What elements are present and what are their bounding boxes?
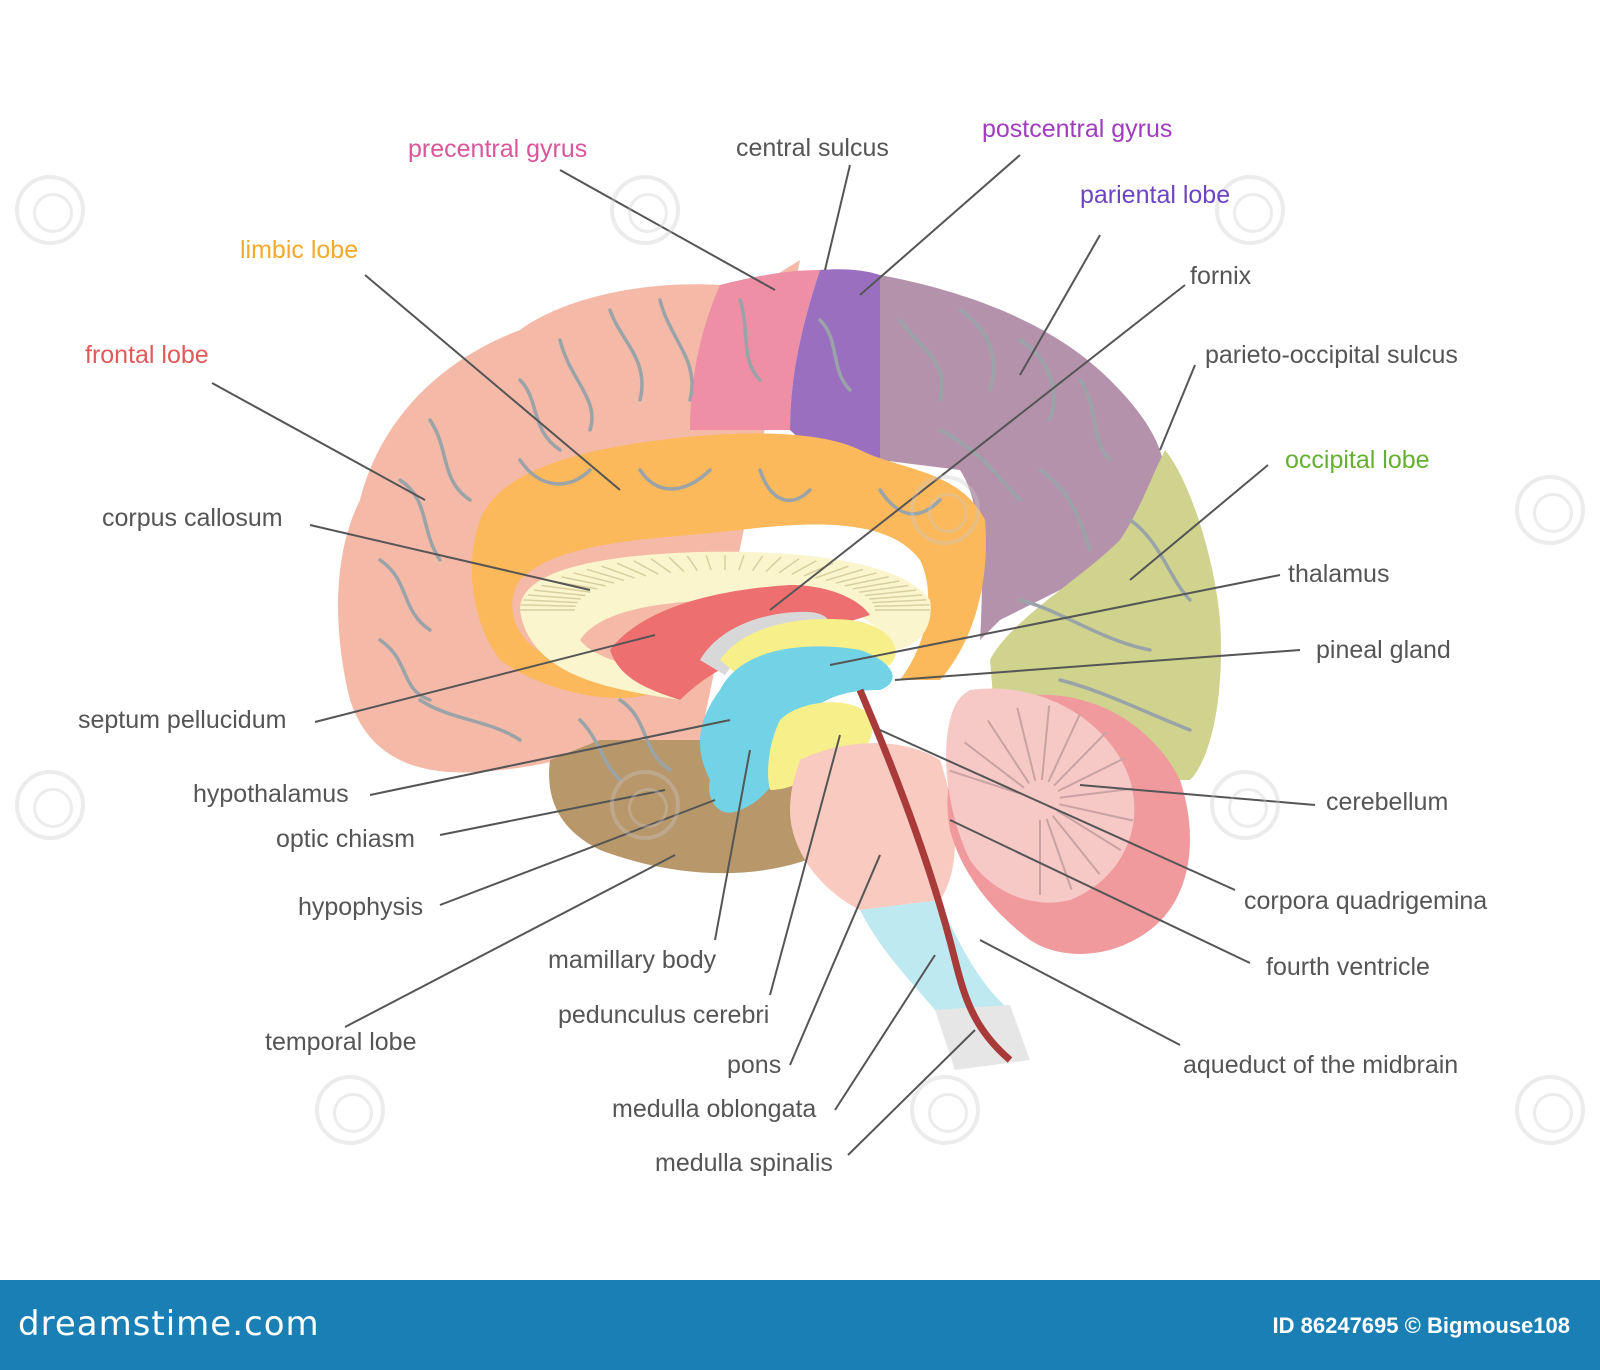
label-fourth-ventricle: fourth ventricle: [1266, 953, 1430, 981]
medulla-spinalis-region: [935, 1005, 1030, 1070]
label-pons: pons: [727, 1051, 782, 1079]
corpus-callosum-stripe: [825, 568, 864, 582]
watermark-icon: [1515, 475, 1585, 545]
label-septum-pellucidum: septum pellucidum: [78, 706, 287, 734]
footer-bar: dreamstime.com ID 86247695 © Bigmouse108: [0, 1280, 1600, 1370]
watermark-icon: [1515, 1075, 1585, 1145]
cerebellum-folium: [1056, 809, 1122, 851]
cerebellum-folium: [1059, 803, 1133, 822]
corpus-callosum-stripe: [520, 604, 576, 608]
cerebellum-folium: [987, 719, 1030, 784]
postcentral-gyrus-region: [790, 269, 880, 470]
watermark-icon: [1215, 175, 1285, 245]
corpus-callosum-stripe: [872, 599, 927, 604]
corpus-callosum-stripe: [633, 560, 659, 575]
corpus-callosum-stripe: [751, 555, 764, 572]
label-hypothalamus: hypothalamus: [193, 780, 349, 808]
corpus-callosum-stripe: [705, 554, 712, 571]
cerebellum-folium: [1047, 713, 1081, 783]
label-mamillary-body: mamillary body: [548, 946, 717, 974]
corpus-callosum-stripe: [541, 584, 591, 593]
watermark-icon: [610, 175, 680, 245]
corpus-callosum-stripe: [523, 599, 578, 604]
label-fornix: fornix: [1190, 262, 1252, 290]
corpus-callosum-stripe: [791, 560, 817, 575]
corpus-callosum-stripe: [573, 572, 615, 584]
corpus-callosum-stripes: [520, 554, 930, 611]
corpus-callosum-stripe: [668, 556, 685, 573]
label-parieto-occipital-sulcus: parieto-occipital sulcus: [1205, 341, 1458, 369]
cerebellum-folium: [1016, 707, 1037, 781]
aqueduct-of-midbrain-line: [856, 688, 1013, 1063]
corpus-callosum-stripe: [869, 594, 923, 600]
corpus-callosum-stripe: [561, 576, 606, 587]
frontal-lobe-upper: [476, 284, 720, 470]
label-frontal-lobe: frontal lobe: [85, 341, 209, 369]
label-cerebellum: cerebellum: [1326, 788, 1449, 816]
cerebellum-folium: [963, 741, 1025, 789]
parietal-lobe-region: [880, 275, 1165, 640]
corpus-callosum-stripe: [874, 604, 930, 608]
image-credit: ID 86247695 © Bigmouse108: [1272, 1313, 1570, 1338]
cerebellum-folium: [1053, 731, 1108, 787]
corpus-callosum-stripe: [586, 568, 625, 582]
brainstem-region: [790, 743, 955, 910]
cerebellum-folium: [949, 769, 1022, 795]
label-temporal-lobe: temporal lobe: [265, 1028, 417, 1056]
cerebellum-folium: [1051, 814, 1101, 875]
corpus-callosum-stripe: [533, 589, 586, 597]
label-aqueduct-of-the-midbrain: aqueduct of the midbrain: [1183, 1051, 1459, 1079]
corpus-callosum-stripe: [844, 576, 889, 587]
corpus-callosum-stripe: [778, 558, 800, 574]
corpus-callosum-stripe: [616, 562, 647, 577]
watermark-icon: [15, 770, 85, 840]
label-occipital-lobe: occipital lobe: [1285, 446, 1430, 474]
corpus-callosum-stripe: [859, 584, 909, 593]
watermark-icon: [315, 1075, 385, 1145]
corpus-callosum-stripe: [765, 556, 782, 573]
limbic-lobe-region: [471, 433, 986, 699]
label-pineal-gland: pineal gland: [1316, 636, 1451, 664]
label-medulla-oblongata: medulla oblongata: [612, 1095, 817, 1123]
label-precentral-gyrus: precentral gyrus: [408, 135, 588, 163]
watermark-icon: [910, 1075, 980, 1145]
label-corpus-callosum: corpus callosum: [102, 504, 283, 532]
label-central-sulcus: central sulcus: [736, 134, 889, 162]
sulci: [378, 298, 1192, 782]
label-pedunculus-cerebri: pedunculus cerebri: [558, 1001, 770, 1029]
cerebellum-folium: [1040, 705, 1051, 781]
label-pariental-lobe: pariental lobe: [1080, 181, 1231, 209]
watermark-icon: [15, 175, 85, 245]
cerebellum-folium: [1057, 757, 1126, 793]
label-hypophysis: hypophysis: [298, 893, 424, 921]
corpus-callosum-stripe: [601, 565, 635, 579]
midbrain-region: [768, 702, 873, 790]
cerebellum-folia: [949, 705, 1135, 895]
corpus-callosum-stripe: [815, 565, 849, 579]
brain-diagram: precentral gyrus central sulcus postcent…: [15, 115, 1585, 1177]
label-thalamus: thalamus: [1288, 560, 1390, 588]
label-medulla-spinalis: medulla spinalis: [655, 1149, 833, 1177]
label-limbic-lobe: limbic lobe: [240, 236, 359, 264]
precentral-gyrus-region: [690, 270, 820, 430]
cerebellum-folium: [1059, 787, 1135, 799]
brain-illustration: [211, 154, 1316, 1156]
cerebellum-inner-region: [946, 688, 1135, 903]
corpus-callosum-stripe: [835, 572, 877, 584]
dreamstime-logo[interactable]: dreamstime.com: [18, 1304, 320, 1344]
watermark-icon: [1210, 770, 1280, 840]
corpus-callosum-region: [520, 551, 931, 700]
corpus-callosum-stripe: [686, 555, 699, 572]
corpus-callosum-stripe: [852, 580, 900, 590]
corpus-callosum-stripe: [527, 594, 581, 600]
watermark-icon: [610, 770, 680, 840]
cerebellum-folium: [1045, 818, 1073, 890]
label-optic-chiasm: optic chiasm: [276, 825, 415, 853]
corpus-callosum-stripe: [864, 589, 917, 597]
label-postcentral-gyrus: postcentral gyrus: [982, 115, 1173, 143]
corpus-callosum-stripe: [650, 558, 672, 574]
label-corpora-quadrigemina: corpora quadrigemina: [1244, 887, 1488, 915]
watermark-icon: [910, 475, 980, 545]
corpus-callosum-stripe: [738, 554, 745, 571]
